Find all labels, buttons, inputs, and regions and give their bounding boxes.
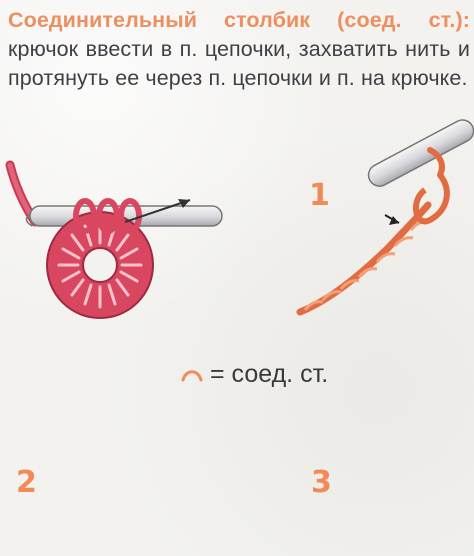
- arrow-icon: [124, 199, 191, 223]
- hook-icon: [367, 119, 474, 187]
- step-number: 1: [309, 178, 330, 213]
- step-number: 3: [311, 465, 332, 500]
- instruction-paragraph: Соединительный столбик (соед. ст.): крюч…: [8, 6, 470, 93]
- step-number: 2: [16, 465, 37, 500]
- arc-icon: [181, 369, 203, 381]
- legend: = соед. ст.: [180, 360, 328, 389]
- step1-illustration: [296, 119, 474, 316]
- term-title: Соединительный столбик (соед. ст.):: [8, 8, 470, 32]
- ring-illustration: [5, 160, 223, 319]
- term-description: крючок ввести в п. цепочки, захватить ни…: [8, 37, 470, 90]
- legend-text: = соед. ст.: [210, 360, 329, 388]
- instruction-text: Соединительный столбик (соед. ст.): крюч…: [8, 6, 470, 93]
